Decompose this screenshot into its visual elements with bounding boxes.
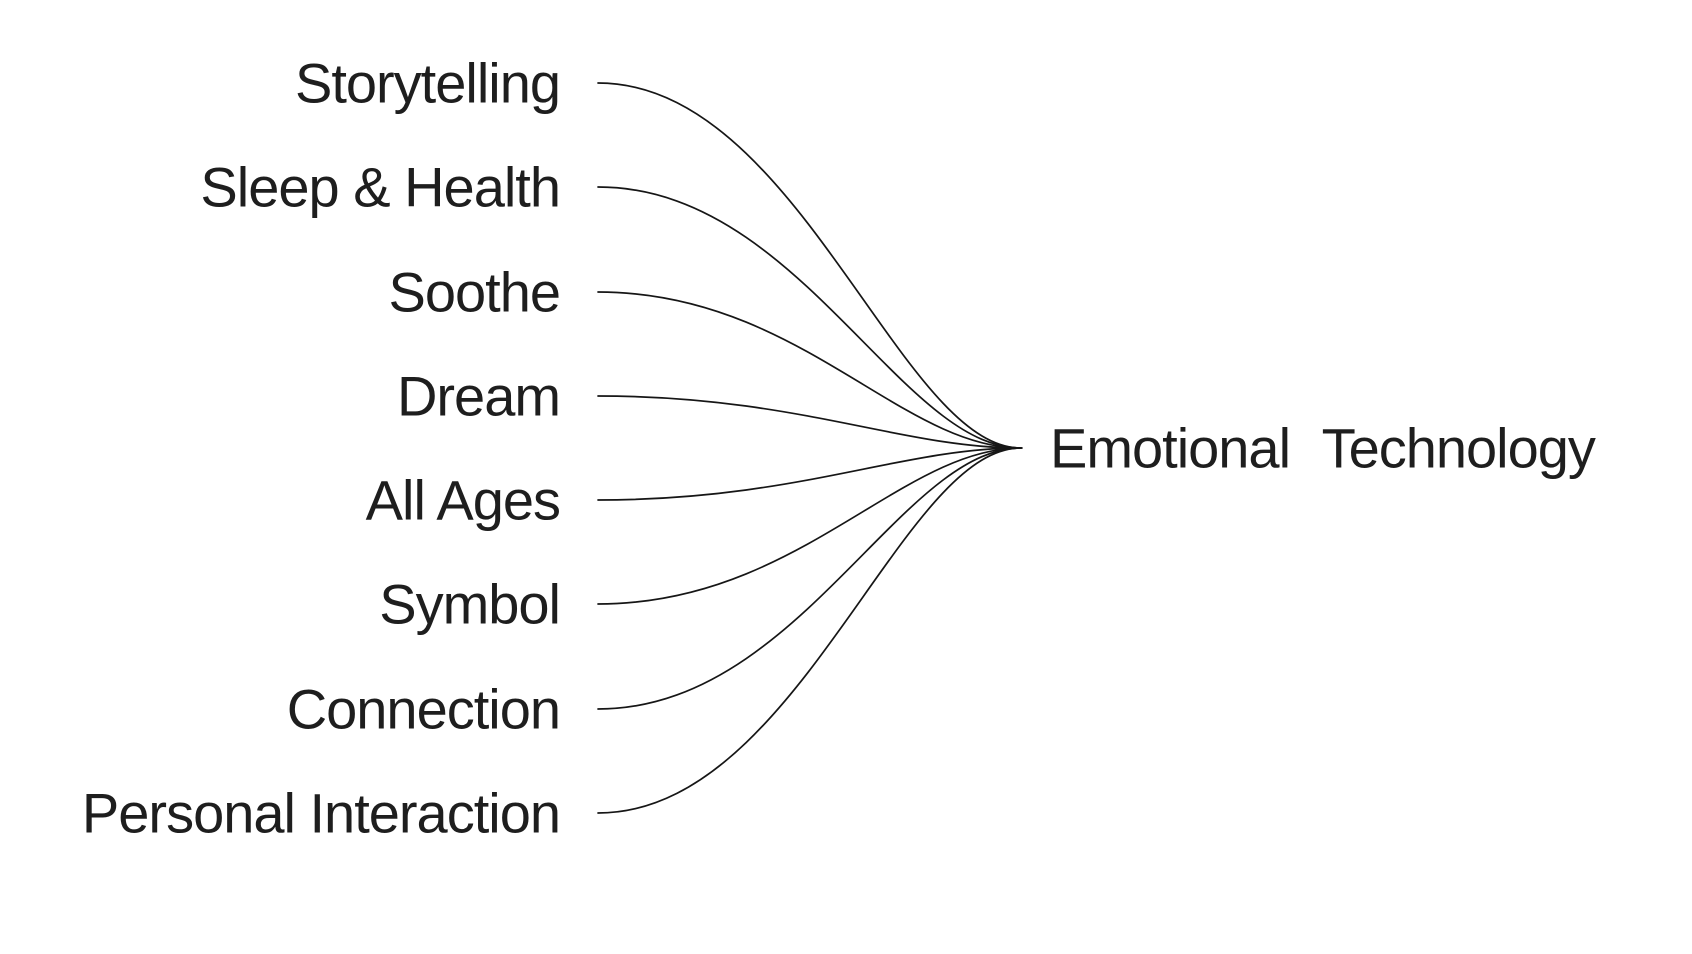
node-label-personal-interaction: Personal Interaction (82, 782, 560, 845)
node-label-dream: Dream (397, 365, 560, 428)
node-label-sleep-health: Sleep & Health (200, 156, 560, 219)
link-sleep-health (597, 186, 1022, 449)
link-soothe (597, 291, 1022, 449)
link-dream (597, 395, 1022, 449)
node-label-symbol: Symbol (379, 573, 560, 636)
node-labels: Storytelling Sleep & Health Soothe Dream… (82, 52, 561, 845)
node-label-storytelling: Storytelling (295, 52, 560, 115)
links (597, 82, 1023, 814)
node-label-soothe: Soothe (389, 261, 561, 324)
root-label: Emotional Technology (1050, 417, 1596, 480)
link-all-ages (597, 447, 1022, 501)
link-storytelling (597, 82, 1022, 449)
link-connection (597, 447, 1022, 710)
node-label-connection: Connection (287, 678, 560, 741)
node-label-all-ages: All Ages (366, 469, 560, 532)
link-symbol (597, 447, 1022, 605)
link-personal-interaction (597, 447, 1022, 814)
